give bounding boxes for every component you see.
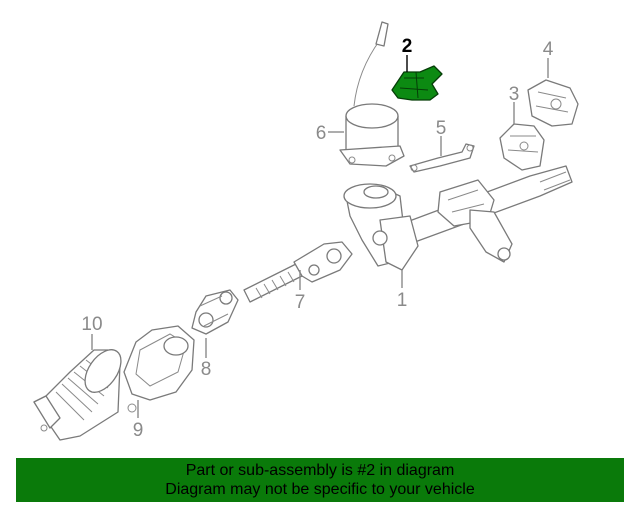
part-3-bracket[interactable] xyxy=(499,123,545,171)
part-6-motor[interactable] xyxy=(339,21,405,167)
callout-7: 7 xyxy=(295,292,306,313)
banner-line-part: Part or sub-assembly is #2 in diagram xyxy=(185,462,455,479)
callout-3: 3 xyxy=(509,84,520,105)
callout-10: 10 xyxy=(81,314,102,335)
leader-lines xyxy=(91,55,549,418)
parts-diagram: 1 2 3 4 5 6 7 8 9 10 xyxy=(33,21,579,441)
callout-2: 2 xyxy=(402,36,413,57)
banner-line-disclaimer: Diagram may not be specific to your vehi… xyxy=(165,481,475,498)
part-2-torque-sensor[interactable] xyxy=(391,65,443,101)
part-10-steering-boot[interactable] xyxy=(33,343,128,441)
callout-6: 6 xyxy=(316,123,327,144)
info-banner: Part or sub-assembly is #2 in diagram Di… xyxy=(16,458,624,502)
part-9-column-cover[interactable] xyxy=(123,325,195,413)
part-7-intermediate-shaft[interactable] xyxy=(243,241,353,303)
callout-8: 8 xyxy=(201,359,212,380)
callout-9: 9 xyxy=(133,420,144,441)
callout-4: 4 xyxy=(543,39,554,60)
callout-1: 1 xyxy=(397,290,408,311)
part-8-universal-joint[interactable] xyxy=(191,289,239,335)
part-4-housing[interactable] xyxy=(527,79,579,127)
part-1-steering-column[interactable] xyxy=(343,165,573,271)
callout-5: 5 xyxy=(436,118,447,139)
part-5-bracket[interactable] xyxy=(409,143,475,173)
